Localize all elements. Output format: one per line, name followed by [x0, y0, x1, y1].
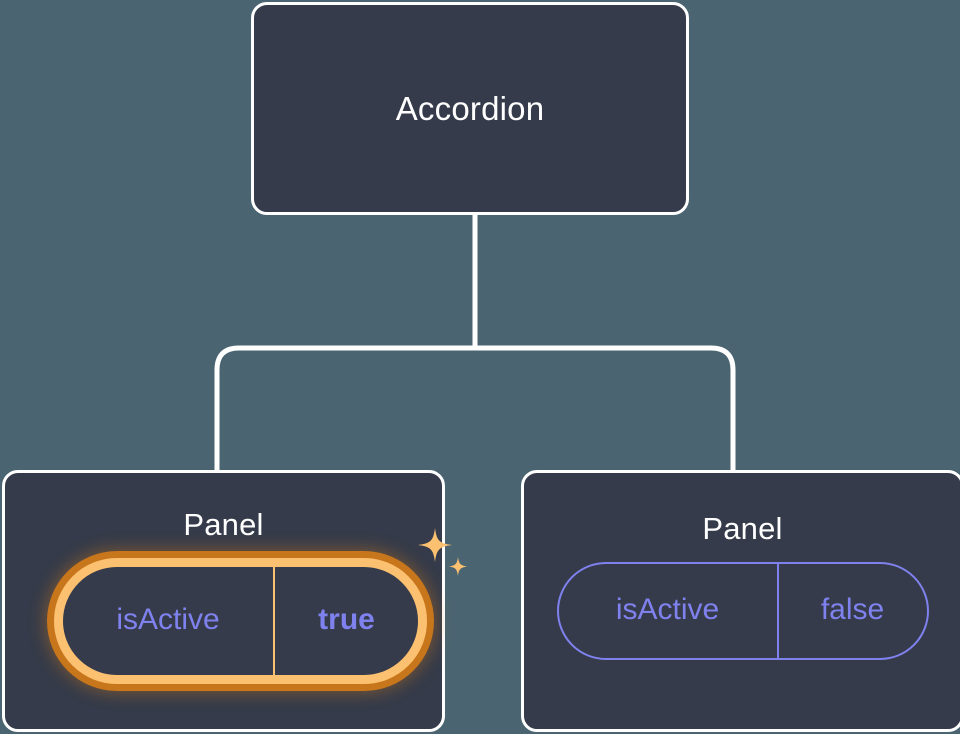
prop-pill-isactive-true[interactable]: isActive true [54, 558, 427, 684]
node-panel-inactive-title: Panel [702, 511, 783, 546]
node-panel-inactive[interactable]: Panel isActive false [521, 470, 960, 732]
prop-pill-inactive-wrapper: isActive false [556, 562, 929, 660]
prop-key-label: isActive [615, 592, 720, 626]
node-accordion-title: Accordion [395, 90, 545, 127]
prop-value-label: true [273, 567, 418, 675]
node-accordion[interactable]: Accordion [251, 2, 689, 215]
sparkles-icon [418, 528, 468, 576]
node-panel-active-title: Panel [183, 507, 264, 542]
prop-value-label: false [776, 564, 927, 658]
prop-key-label: isActive [116, 602, 220, 636]
prop-pill-isactive-false[interactable]: isActive false [556, 562, 929, 660]
node-panel-active[interactable]: Panel isActive true [2, 470, 468, 732]
prop-pill-active-wrapper: isActive true [54, 528, 468, 684]
connector-fork [214, 345, 736, 472]
